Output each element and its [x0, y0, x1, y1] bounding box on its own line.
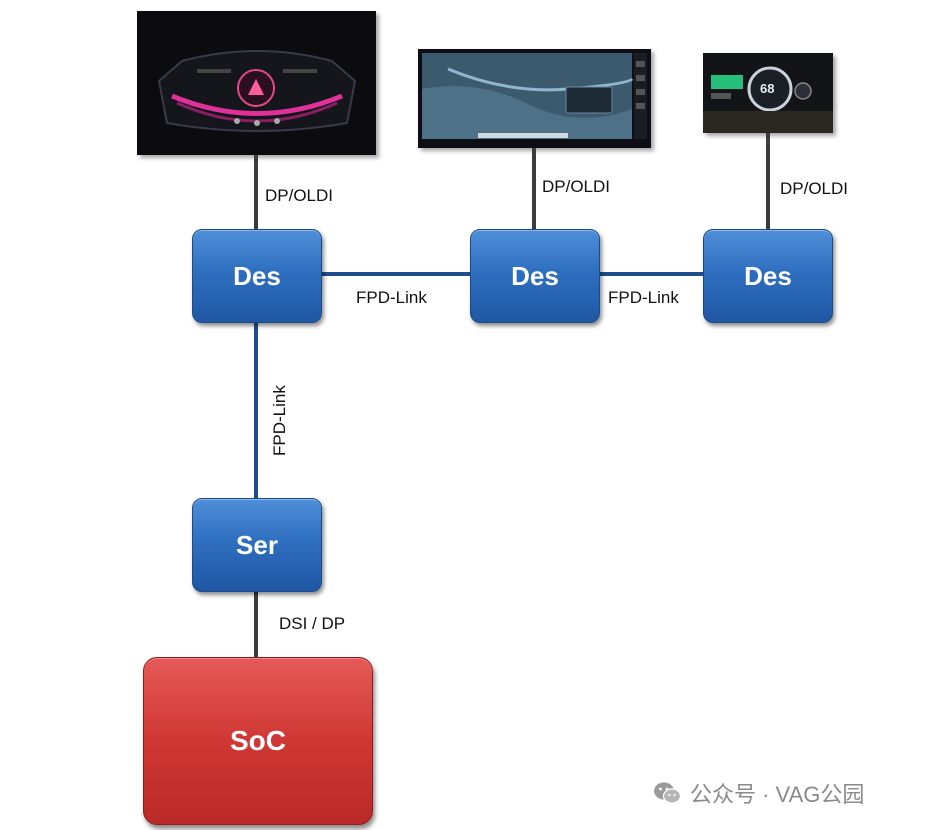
deserializer-3: Des — [703, 229, 833, 323]
serializer: Ser — [192, 498, 322, 592]
navigation-display-graphic — [418, 49, 651, 148]
label-fpd-link-des1-des2: FPD-Link — [356, 288, 427, 307]
line-ser-soc — [254, 590, 258, 658]
soc: SoC — [143, 657, 373, 825]
line-des1-des2 — [320, 272, 472, 276]
wechat-icon — [654, 782, 682, 804]
line-display3-des3 — [766, 133, 770, 230]
line-des2-des3 — [597, 272, 705, 276]
gauge-display: 68 — [703, 53, 833, 133]
navigation-display — [418, 49, 651, 148]
deserializer-2: Des — [470, 229, 600, 323]
deserializer-1: Des — [192, 229, 322, 323]
watermark-text: 公众号 · VAG公园 — [690, 782, 865, 807]
label-dp-oldi-2: DP/OLDI — [542, 177, 611, 196]
cluster-display-graphic — [137, 11, 376, 155]
line-display2-des2 — [532, 148, 536, 230]
watermark: 公众号 · VAG公园 — [652, 778, 864, 808]
label-dsi-dp: DSI / DP — [279, 614, 346, 633]
gauge-display-graphic — [703, 53, 833, 133]
line-des1-ser — [254, 322, 258, 499]
label-fpd-link-ser-des1: FPD-Link — [270, 385, 289, 456]
label-fpd-link-des2-des3: FPD-Link — [608, 288, 679, 307]
line-display1-des1 — [254, 155, 258, 230]
cluster-display — [137, 11, 376, 155]
label-dp-oldi-1: DP/OLDI — [265, 186, 334, 205]
label-dp-oldi-3: DP/OLDI — [780, 179, 849, 198]
gauge-speed-readout: 68 — [760, 81, 775, 96]
